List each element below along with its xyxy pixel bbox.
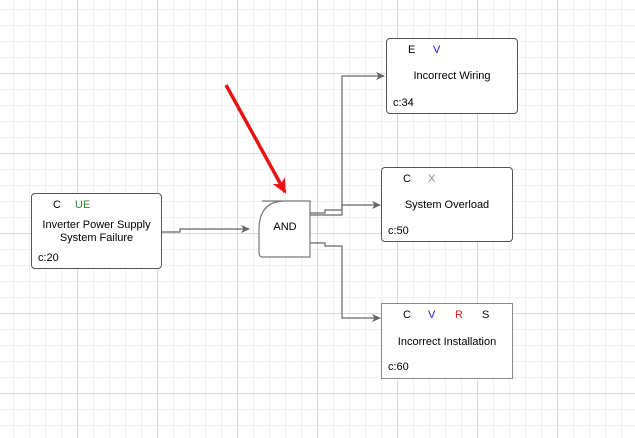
edge-root-to-gate[interactable] bbox=[162, 225, 250, 233]
edge-gate-to-installation[interactable] bbox=[310, 242, 381, 322]
node-title-line-1: Inverter Power Supply bbox=[42, 219, 151, 231]
node-cost: c:50 bbox=[388, 225, 409, 237]
and-gate-shape[interactable] bbox=[258, 200, 311, 258]
node-inverter-power-supply-failure[interactable]: C UE Inverter Power Supply System Failur… bbox=[31, 193, 162, 269]
node-title: System Overload bbox=[404, 199, 490, 211]
node-system-overload[interactable]: C X System Overload c:50 bbox=[381, 167, 513, 242]
flag-c: C bbox=[403, 309, 411, 321]
flag-r: R bbox=[455, 309, 463, 321]
edge-gate-to-wiring[interactable] bbox=[310, 72, 385, 214]
and-gate-label: AND bbox=[273, 221, 297, 233]
node-flags: C X bbox=[382, 173, 512, 187]
flag-x: X bbox=[428, 173, 436, 185]
flag-c: C bbox=[53, 199, 61, 211]
node-incorrect-wiring[interactable]: E V Incorrect Wiring c:34 bbox=[386, 38, 518, 114]
node-flags: C UE bbox=[32, 199, 161, 213]
flag-s: S bbox=[482, 309, 490, 321]
node-title-line-2: System Failure bbox=[59, 232, 134, 244]
node-flags: C V R S bbox=[382, 309, 512, 323]
node-flags: E V bbox=[387, 44, 517, 58]
flag-ue: UE bbox=[75, 199, 91, 211]
flag-v: V bbox=[433, 44, 441, 56]
node-title: Inverter Power Supply System Failure bbox=[36, 219, 157, 245]
flag-e: E bbox=[408, 44, 416, 56]
node-incorrect-installation[interactable]: C V R S Incorrect Installation c:60 bbox=[381, 303, 513, 379]
node-cost: c:60 bbox=[388, 361, 409, 373]
node-title: Incorrect Wiring bbox=[413, 70, 491, 82]
node-cost: c:20 bbox=[38, 252, 59, 264]
edge-gate-to-overload[interactable] bbox=[310, 201, 381, 216]
node-title: Incorrect Installation bbox=[397, 336, 497, 348]
highlight-arrow bbox=[224, 84, 287, 194]
node-cost: c:34 bbox=[393, 97, 414, 109]
flag-c: C bbox=[403, 173, 411, 185]
flag-v: V bbox=[428, 309, 436, 321]
